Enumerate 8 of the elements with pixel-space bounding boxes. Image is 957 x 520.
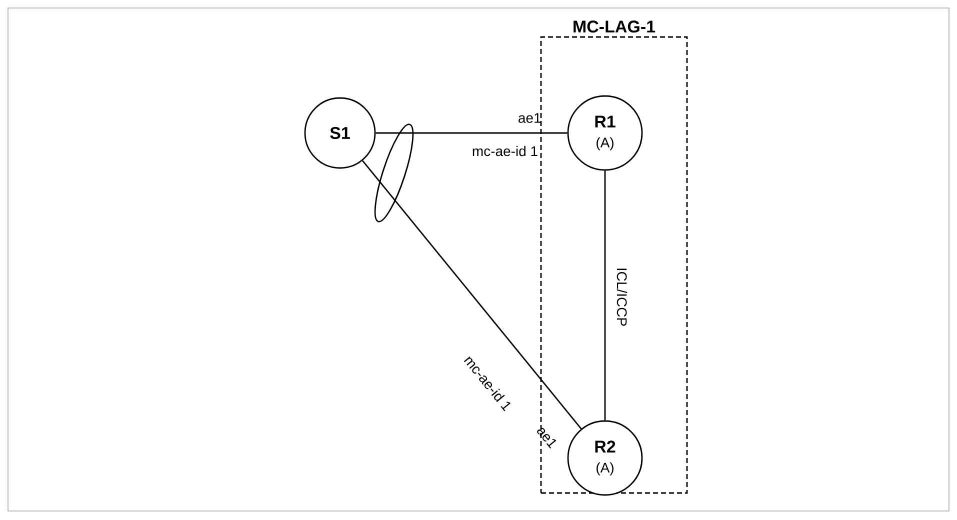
- node-label: MC-LAG-1: [574, 20, 656, 33]
- link-line: [376, 132, 568, 134]
- link-line: [362, 160, 582, 430]
- interface-label: ae1: [537, 428, 556, 449]
- edge-label: mc-ae-id 1: [472, 146, 538, 156]
- interface-label: ae1: [518, 113, 541, 123]
- link-line: [604, 170, 606, 420]
- edge-label: ICL/ICCP: [616, 268, 628, 326]
